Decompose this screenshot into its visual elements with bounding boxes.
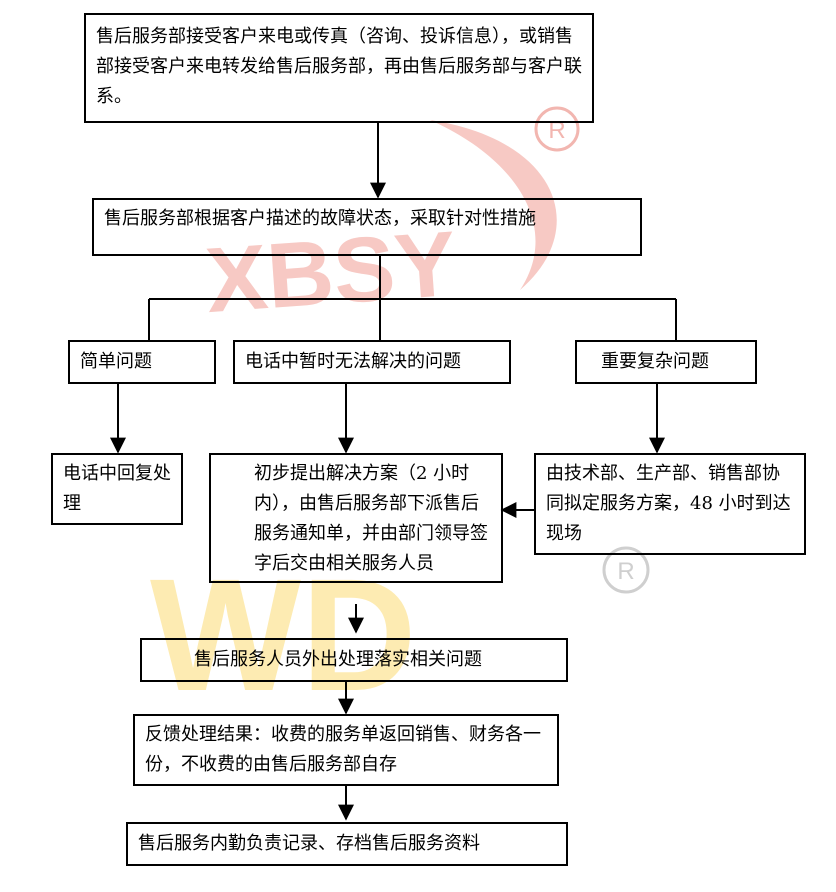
registered-mark-red: R	[534, 106, 580, 152]
result-initial-solution: 初步提出解决方案（2 小时内），由售后服务部下派售后服务通知单，并由部门领导签字…	[209, 453, 503, 583]
branch-phone-unresolved: 电话中暂时无法解决的问题	[233, 340, 511, 384]
logo-text: XBSY	[202, 213, 459, 332]
step-record-archive: 售后服务内勤负责记录、存档售后服务资料	[126, 822, 568, 866]
svg-text:R: R	[548, 117, 565, 144]
logo-text-2: WD	[150, 545, 417, 724]
result-joint-plan: 由技术部、生产部、销售部协同拟定服务方案，48 小时到达现场	[534, 453, 806, 555]
step-feedback-result: 反馈处理结果：收费的服务单返回销售、财务各一份，不收费的由售后服务部自存	[133, 714, 559, 786]
step-receive-inquiry: 售后服务部接受客户来电或传真（咨询、投诉信息），或销售部接受客户来电转发给售后服…	[84, 13, 594, 123]
registered-mark-gray: R	[602, 546, 650, 594]
result-phone-reply: 电话中回复处理	[51, 453, 183, 525]
step-take-measures: 售后服务部根据客户描述的故障状态，采取针对性措施	[92, 198, 642, 256]
logo-swoosh	[430, 120, 557, 290]
svg-text:R: R	[617, 558, 634, 585]
branch-complex-problem: 重要复杂问题	[575, 340, 757, 384]
step-onsite-service: 售后服务人员外出处理落实相关问题	[140, 638, 568, 682]
branch-simple-problem: 简单问题	[68, 340, 216, 384]
